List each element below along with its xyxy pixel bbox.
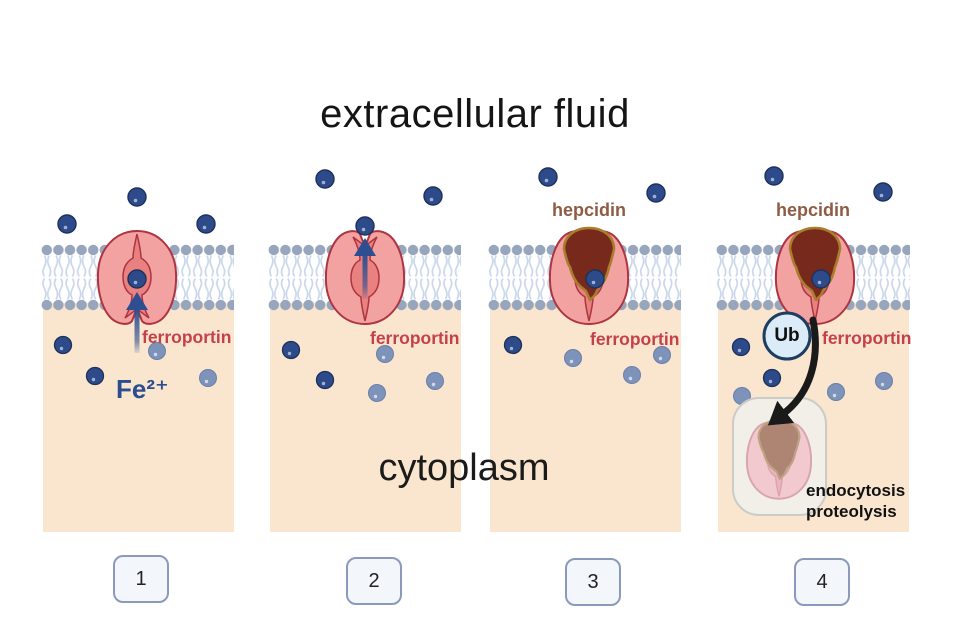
cytoplasm-label: cytoplasm [378,447,550,489]
hepcidin-label-4: hepcidin [775,200,850,220]
step-box-4: 4 [794,558,850,606]
iron-ion-blocked-3 [585,269,605,289]
ferroportin-label-1: ferroportin [142,327,232,347]
endocytosis-proteolysis-label: endocytosis proteolysis [806,480,905,522]
ubiquitin-badge-icon [762,311,812,361]
endocytosis-line: endocytosis [806,481,906,500]
step-number-3: 3 [587,570,599,593]
iron-ion-exiting [355,216,375,236]
extracellular-iron-ions [57,166,893,234]
extracellular-fluid-label: extracellular fluid [320,92,630,136]
step-box-2: 2 [346,557,402,605]
fe2-ion-label: Fe²⁺ [116,374,169,404]
cytoplasmic-iron-ions [53,335,893,402]
step-number-4: 4 [816,570,828,593]
endocytosis-vesicle-icon [732,397,827,516]
step-box-1: 1 [113,555,169,603]
ferroportin-label-4: ferroportin [822,328,912,348]
ferroportin-label-3: ferroportin [590,329,680,349]
step-number-1: 1 [135,567,147,590]
iron-ion-blocked-4 [811,269,831,289]
step-box-3: 3 [565,558,621,606]
ubiquitin-label: Ub [774,325,800,346]
hepcidin-label-3: hepcidin [551,200,626,220]
step-number-2: 2 [368,569,380,592]
ferroportin-label-2: ferroportin [370,328,460,348]
internalization-arrow [767,316,819,426]
proteolysis-line: proteolysis [806,502,897,521]
iron-ion-in-channel-1 [127,269,147,289]
degraded-ferroportin-icon [745,418,813,500]
